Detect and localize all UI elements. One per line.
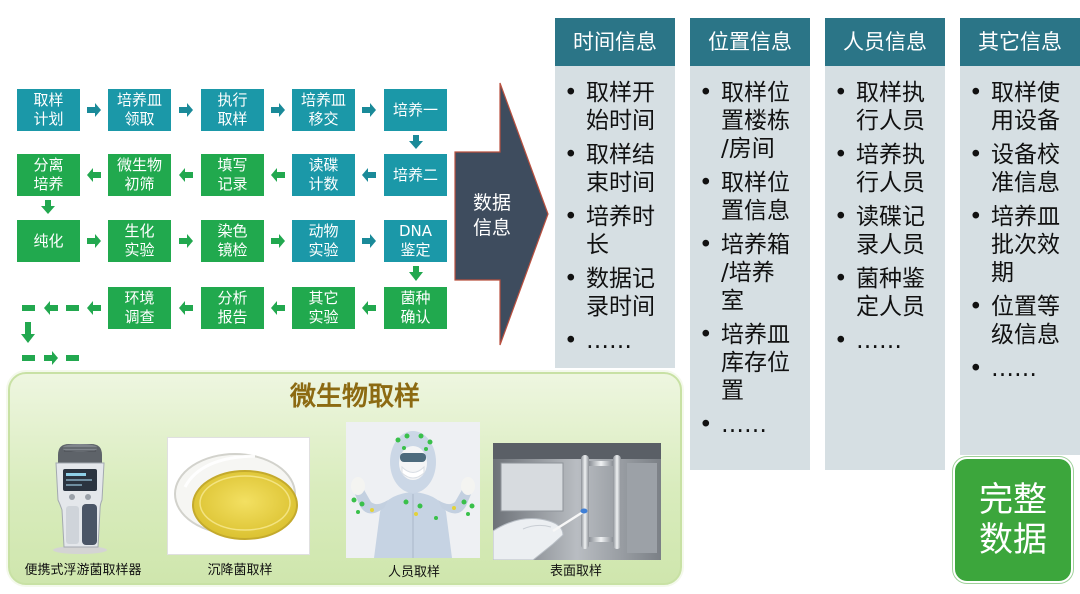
personnel-sampling-image [346,422,480,558]
flow-arrow-right [87,103,101,117]
flow-arrow-right [179,234,193,248]
list-item: •培养皿批次效期 [969,204,1060,286]
column-other-info: 其它信息 •取样使用设备 •设备校准信息 •培养皿批次效期 •位置等级信息 •…… [960,18,1080,455]
flow-arrow-left [271,168,285,182]
flow-arrow-down [409,266,423,281]
list-item: •…… [564,328,632,354]
column-body: •取样执行人员 •培养执行人员 •读碟记录人员 •菌种鉴定人员 •…… [825,66,945,470]
step-analysis-report: 分析 报告 [201,287,264,329]
step-environment-survey: 环境 调查 [108,287,171,329]
caption-settle-plate: 沉降菌取样 [207,563,273,578]
column-body: •取样开始时间 •取样结束时间 •培养时长 •数据记录时间 •…… [555,66,675,368]
step-incubation-2: 培养二 [384,154,447,196]
flow-arrow-right [87,234,101,248]
column-header: 人员信息 [825,18,945,66]
step-dna-identification: DNA 鉴定 [384,220,447,262]
list-item: •取样位置楼栋/房间 [699,80,790,162]
list-item: •设备校准信息 [969,142,1060,196]
dashed-loop-arrow [21,301,79,365]
step-purification: 纯化 [17,220,80,262]
surface-sampling-image [493,443,661,560]
flow-arrow-left [179,168,193,182]
step-dish-handover: 培养皿 移交 [292,89,355,131]
flow-arrow-left [362,301,376,315]
column-header: 其它信息 [960,18,1080,66]
flow-arrow-left [87,168,101,182]
list-item: •培养时长 [564,204,655,258]
flow-arrow-down [409,135,423,149]
list-item: •取样结束时间 [564,142,655,196]
flow-arrow-left [362,168,376,182]
flow-arrow-left [87,301,101,315]
column-personnel-info: 人员信息 •取样执行人员 •培养执行人员 •读碟记录人员 •菌种鉴定人员 •…… [825,18,945,470]
list-item: •位置等级信息 [969,294,1060,348]
column-body: •取样位置楼栋/房间 •取样位置信息 •培养箱/培养室 •培养皿库存位置 •…… [690,66,810,470]
list-item: •取样位置信息 [699,170,790,224]
column-time-info: 时间信息 •取样开始时间 •取样结束时间 •培养时长 •数据记录时间 •…… [555,18,675,368]
step-strain-confirmation: 菌种 确认 [384,287,447,329]
step-execute-sampling: 执行 取样 [201,89,264,131]
data-info-arrow-shape [454,82,549,346]
step-sampling-plan: 取样 计划 [17,89,80,131]
step-dish-collection: 培养皿 领取 [108,89,171,131]
list-item: •…… [699,412,767,438]
flow-arrow-right [179,103,193,117]
flow-arrow-left [271,301,285,315]
column-header: 时间信息 [555,18,675,66]
step-stain-microscopy: 染色 镜检 [201,220,264,262]
caption-personnel-sampling: 人员取样 [387,565,440,580]
step-incubation-1: 培养一 [384,89,447,131]
step-fill-record: 填写 记录 [201,154,264,196]
column-header: 位置信息 [690,18,810,66]
complete-data-box: 完整 数据 [953,457,1073,583]
step-microbe-screening: 微生物 初筛 [108,154,171,196]
flow-arrow-down [41,200,55,214]
step-animal-test: 动物 实验 [292,220,355,262]
step-plate-count: 读碟 计数 [292,154,355,196]
flow-arrows [21,103,423,365]
flow-arrow-right [271,103,285,117]
column-body: •取样使用设备 •设备校准信息 •培养皿批次效期 •位置等级信息 •…… [960,66,1080,455]
step-biochemical-test: 生化 实验 [108,220,171,262]
flow-arrow-left [179,301,193,315]
list-item: •数据记录时间 [564,266,655,320]
list-item: •取样执行人员 [834,80,925,134]
list-item: •菌种鉴定人员 [834,266,925,320]
list-item: •读碟记录人员 [834,204,925,258]
list-item: •培养箱/培养室 [699,232,790,314]
flow-arrow-right [362,234,376,248]
step-other-tests: 其它 实验 [292,287,355,329]
flow-arrow-right [271,234,285,248]
caption-surface-sampling: 表面取样 [549,564,602,579]
list-item: •取样开始时间 [564,80,655,134]
list-item: •取样使用设备 [969,80,1060,134]
list-item: •培养执行人员 [834,142,925,196]
caption-air-sampler: 便携式浮游菌取样器 [24,563,142,578]
air-sampler-image [53,444,107,554]
sampling-title: 微生物取样 [289,382,420,412]
data-info-label: 数据 信息 [472,192,511,239]
flow-arrow-right [362,103,376,117]
list-item: •…… [969,356,1037,382]
data-info-arrow [454,82,549,346]
petri-dish-image [167,437,310,555]
column-location-info: 位置信息 •取样位置楼栋/房间 •取样位置信息 •培养箱/培养室 •培养皿库存位… [690,18,810,470]
list-item: •…… [834,328,902,354]
list-item: •培养皿库存位置 [699,322,790,404]
step-isolation-culture: 分离 培养 [17,154,80,196]
